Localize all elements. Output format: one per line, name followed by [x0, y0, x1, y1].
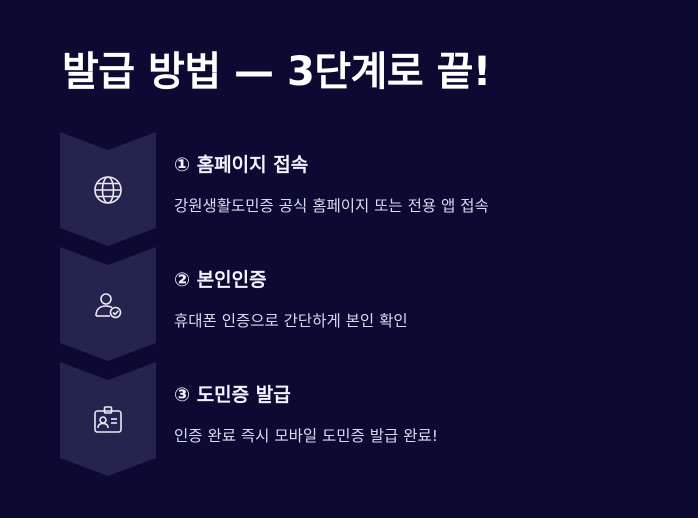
step-1-title: ① 홈페이지 접속: [174, 154, 309, 176]
id-card-icon: [90, 402, 126, 438]
step-2-description: 휴대폰 인증으로 간단하게 본인 확인: [174, 312, 408, 330]
step-2: ② 본인인증 휴대폰 인증으로 간단하게 본인 확인: [60, 247, 660, 361]
step-3-chevron: [60, 362, 156, 476]
step-1-chevron: [60, 132, 156, 246]
page-title: 발급 방법 — 3단계로 끝!: [62, 49, 491, 95]
step-3-title: ③ 도민증 발급: [174, 384, 291, 406]
step-3-description: 인증 완료 즉시 모바일 도민증 발급 완료!: [174, 427, 438, 445]
user-check-icon: [90, 287, 126, 323]
globe-icon: [90, 172, 126, 208]
step-3: ③ 도민증 발급 인증 완료 즉시 모바일 도민증 발급 완료!: [60, 362, 660, 476]
step-2-title: ② 본인인증: [174, 269, 267, 291]
step-1-description: 강원생활도민증 공식 홈페이지 또는 전용 앱 접속: [174, 197, 489, 215]
step-1: ① 홈페이지 접속 강원생활도민증 공식 홈페이지 또는 전용 앱 접속: [60, 132, 660, 246]
